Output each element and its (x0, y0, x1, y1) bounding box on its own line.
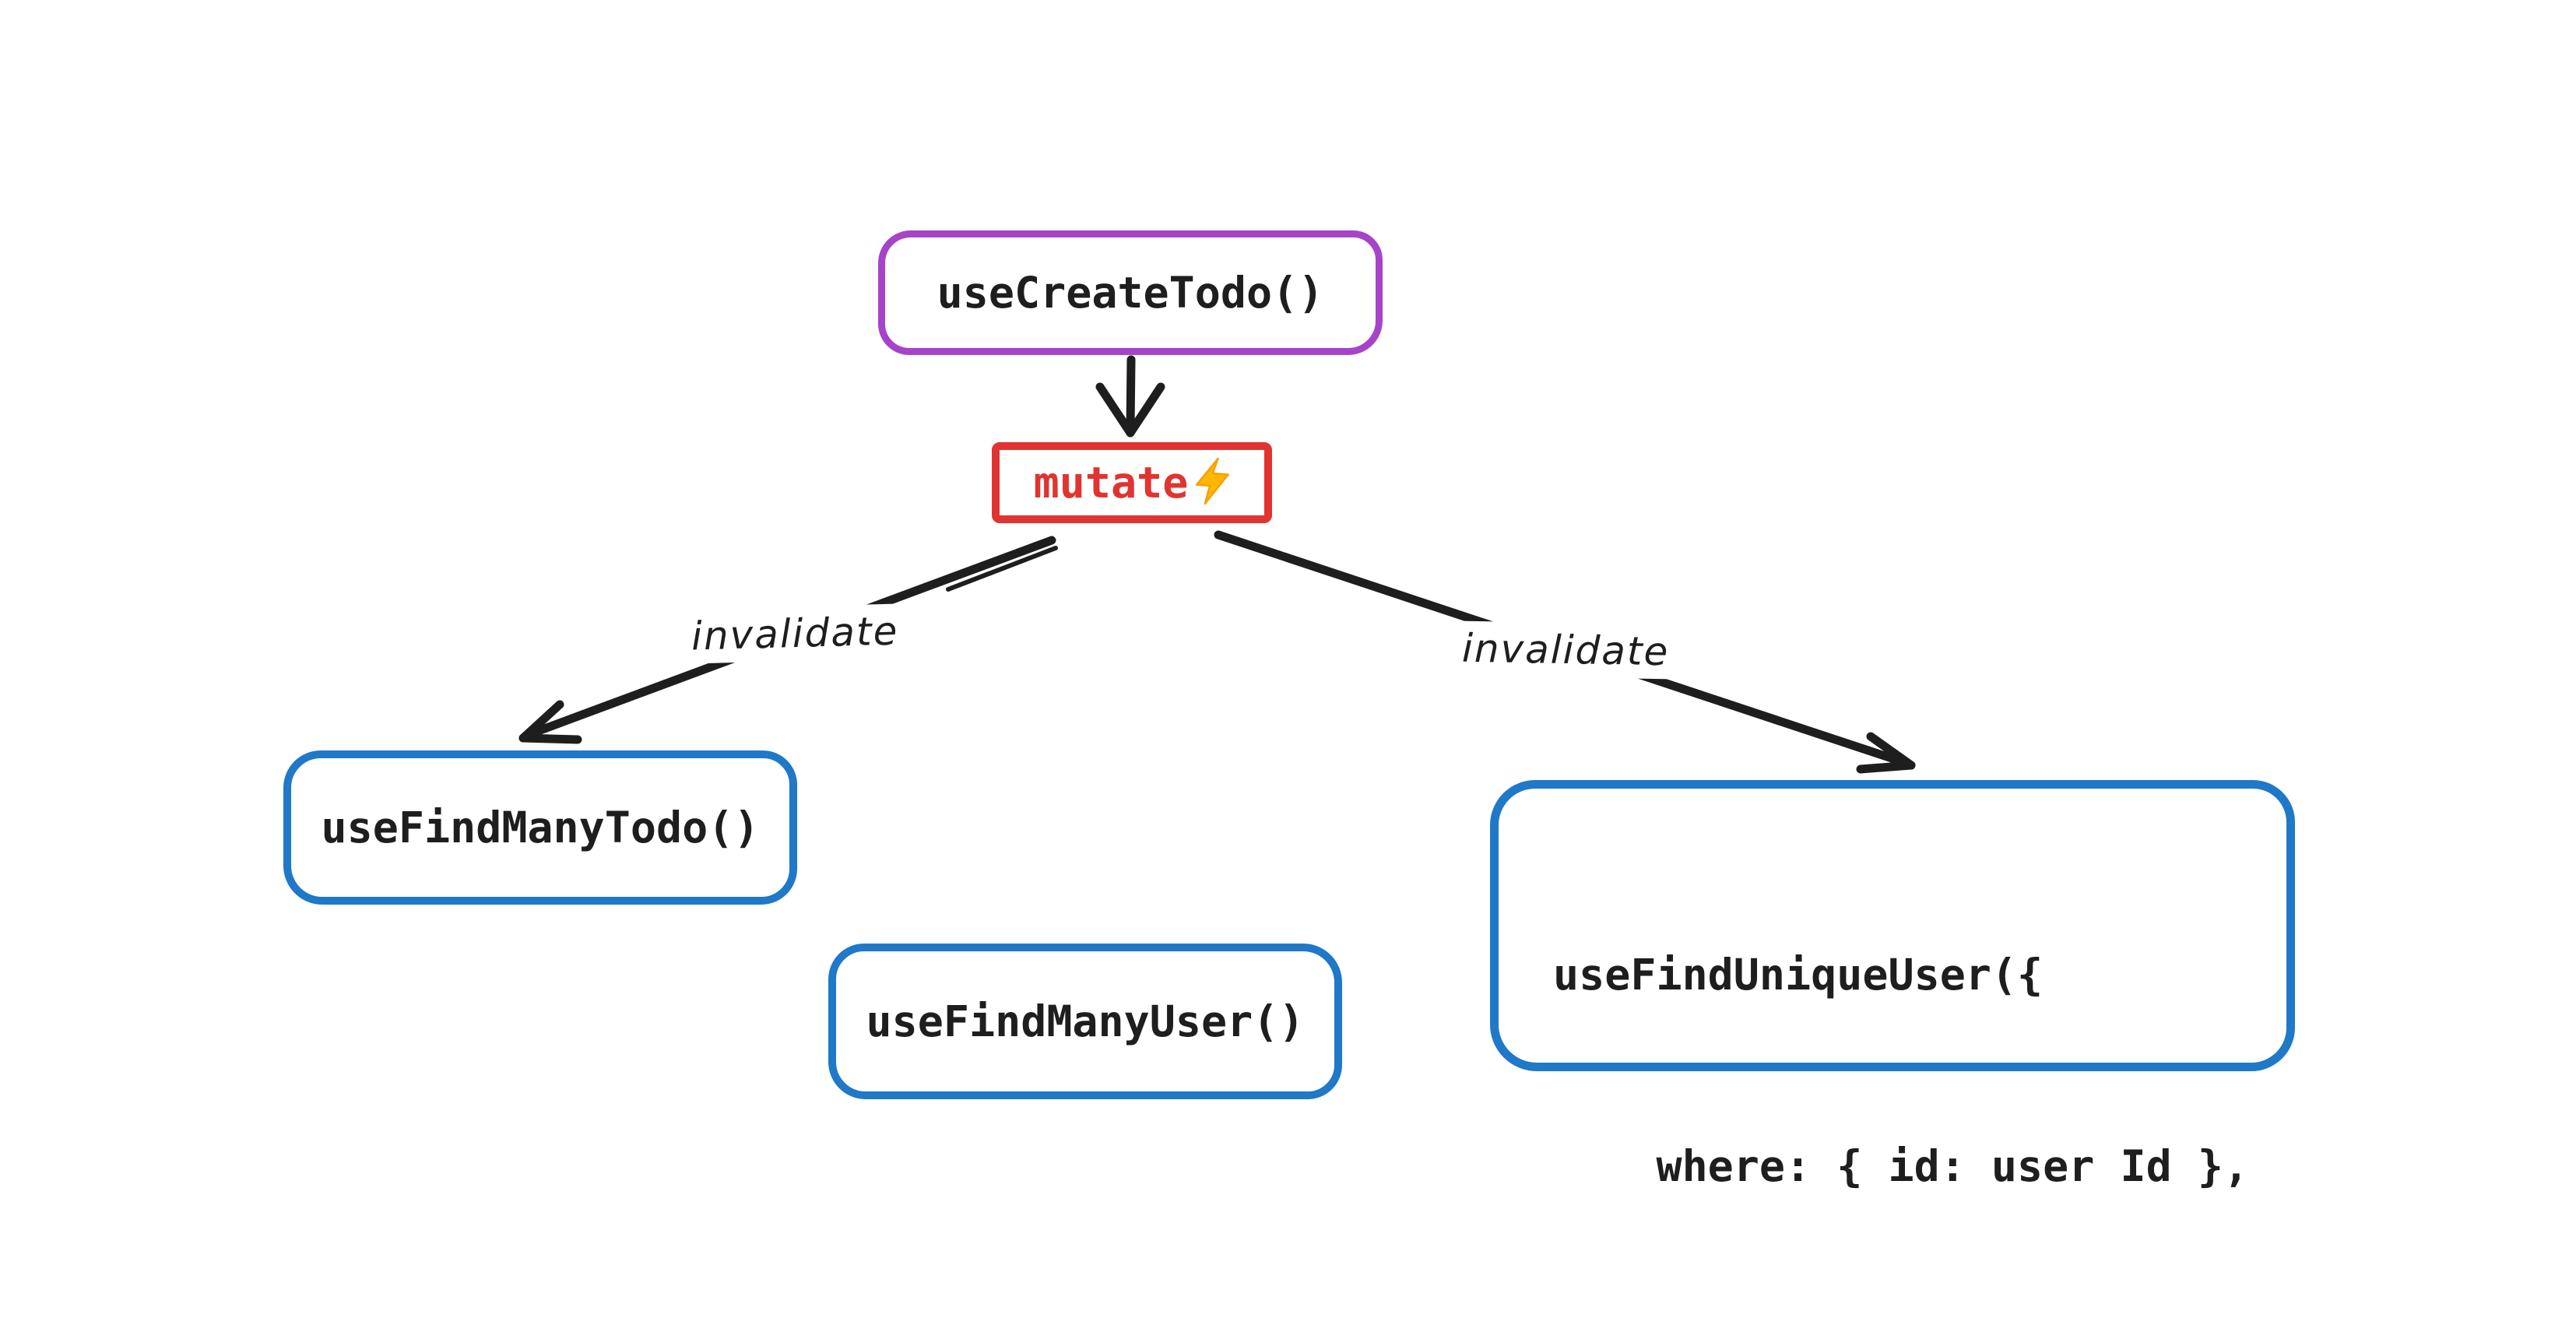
code-line: where: { id: user Id }, (1553, 1141, 2250, 1191)
arrow-create-to-mutate (1095, 355, 1165, 438)
node-use-find-many-todo-label: useFindManyTodo() (321, 803, 760, 852)
node-use-find-unique-user-code: useFindUniqueUser({ where: { id: user Id… (1553, 815, 2275, 1325)
lightning-icon (1194, 457, 1230, 515)
node-mutate-label: mutate (1033, 458, 1189, 508)
code-line: useFindUniqueUser({ (1553, 950, 2044, 1000)
node-use-find-many-user: useFindManyUser() (828, 944, 1342, 1099)
node-use-create-todo: useCreateTodo() (878, 230, 1383, 355)
node-use-find-many-todo: useFindManyTodo() (283, 750, 797, 905)
edge-label-invalidate-right: invalidate (1446, 620, 1685, 680)
edge-label-invalidate-left: invalidate (675, 603, 915, 664)
node-mutate: mutate (992, 442, 1272, 523)
node-use-create-todo-label: useCreateTodo() (937, 268, 1324, 318)
node-use-find-many-user-label: useFindManyUser() (866, 996, 1305, 1046)
node-use-find-unique-user: useFindUniqueUser({ where: { id: user Id… (1490, 780, 2295, 1191)
